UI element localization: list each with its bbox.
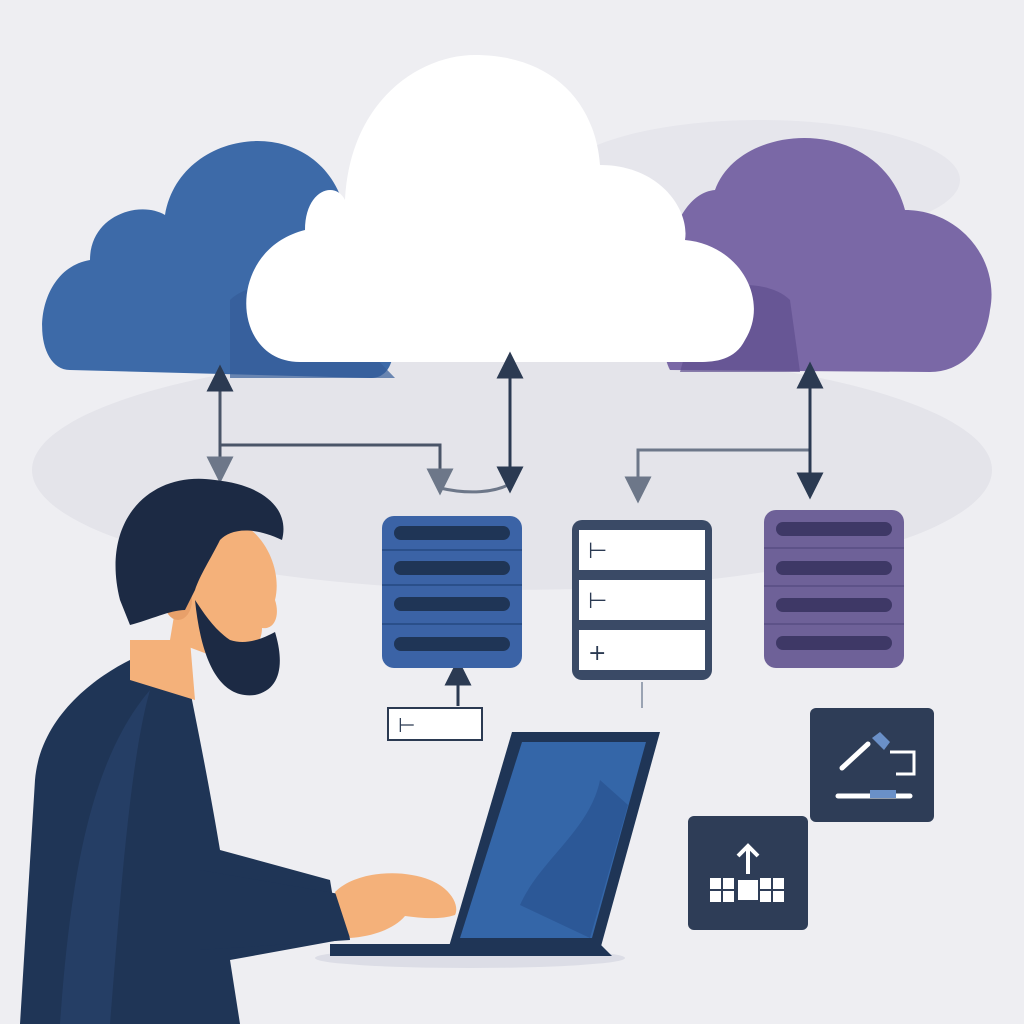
white-row-1-label: ⊢ bbox=[588, 539, 607, 564]
small-label-box: ⊢ bbox=[387, 707, 483, 741]
white-cloud bbox=[246, 55, 754, 362]
edit-tool-icon bbox=[810, 708, 934, 822]
server-stack-purple bbox=[764, 510, 904, 668]
upload-blocks-icon bbox=[688, 816, 808, 930]
server-stack-white: ⊢ ⊢ + bbox=[572, 520, 712, 680]
small-box-label: ⊢ bbox=[398, 713, 415, 737]
person-arm bbox=[200, 870, 457, 950]
server-stack-blue bbox=[382, 516, 522, 668]
white-row-2-label: ⊢ bbox=[588, 589, 607, 614]
laptop bbox=[315, 732, 660, 968]
connector-lines bbox=[206, 351, 824, 708]
white-row-3-label: + bbox=[588, 641, 606, 666]
